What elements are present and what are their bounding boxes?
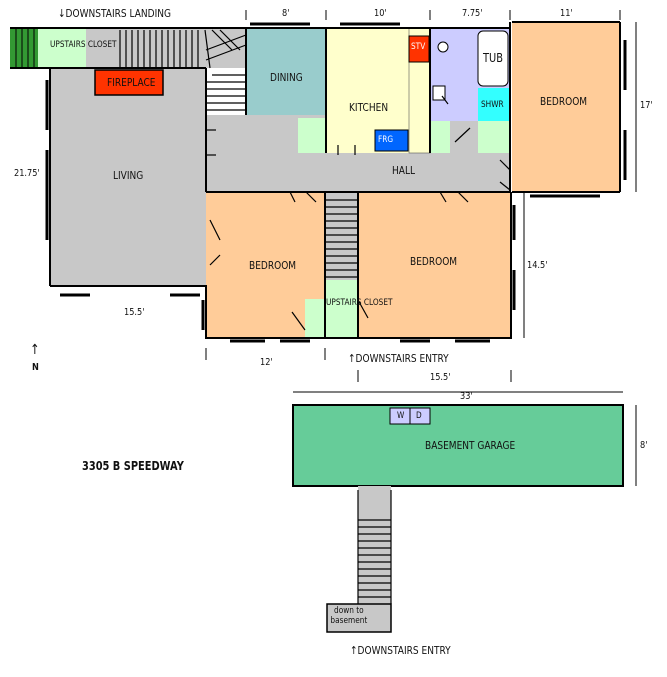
stairs-north [86,28,247,111]
dining-label: DINING [270,71,303,84]
kitchen-label: KITCHEN [349,101,389,114]
living-label: LIVING [113,169,144,182]
bedroom-s-label: BEDROOM [410,255,458,268]
dim-bedroom-sw-width: 12' [260,357,273,368]
closet-kitchen-left [298,118,326,153]
upstairs-closet-nw-label: UPSTAIRS CLOSET [50,40,117,50]
fireplace [94,69,164,96]
dim-bedroom-s-depth: 14.5' [527,260,548,271]
closet-sw-small [305,299,325,338]
dim-bath-width: 7.75' [462,8,483,19]
walls [10,21,621,339]
washer-label: W [397,411,405,421]
doors [206,95,511,331]
dimension-lines [205,10,637,486]
closet-bath [478,121,510,153]
dim-bedroom-ne-depth: 17' [640,100,653,111]
fridge [374,129,409,152]
closet-s [325,280,358,338]
upstairs-closet-s-label: UPSTAIRS CLOSET [326,298,393,308]
bedroom-sw-label: BEDROOM [249,259,297,272]
tub-label: TUB [483,51,503,65]
bedroom-ne-label: BEDROOM [540,95,588,108]
downstairs-entry-bottom-label: ↑DOWNSTAIRS ENTRY [350,644,451,657]
garage-label: BASEMENT GARAGE [425,439,516,452]
dining-room [246,28,326,115]
north-arrow-icon: ↑ [30,342,40,358]
bedroom-ne [512,22,620,192]
dim-garage-width: 33' [460,391,473,402]
dim-bedroom-ne-width: 11' [560,8,573,19]
shower [478,88,510,121]
sink [437,41,449,53]
fireplace-label: FIREPLACE [107,76,156,89]
dryer-label: D [416,411,422,421]
downstairs-landing-label: ↓DOWNSTAIRS LANDING [58,7,171,20]
closet-kitchen-right [430,121,450,153]
shower-label: SHWR [481,100,504,110]
fridge-label: FRG [378,135,394,145]
dim-garage-depth: 8' [640,440,648,451]
dim-living-width: 15.5' [124,307,145,318]
dim-living-depth: 21.75' [14,168,40,179]
windows [45,22,627,343]
dim-kitchen-width: 10' [374,8,387,19]
downstairs-entry-main-label: ↑DOWNSTAIRS ENTRY [348,352,449,365]
bedroom-s [358,192,511,338]
down-to-basement-label: down to basement [330,606,368,626]
garage [292,404,624,487]
bedroom-sw [206,192,324,338]
stove-label: STV [411,42,426,52]
stairs-basement [357,486,392,604]
north-label: N [32,362,39,373]
basement-landing [326,603,392,633]
stairs-central [325,192,358,280]
closet-nw [38,28,86,68]
dim-bedroom-s-width: 15.5' [430,372,451,383]
floor-base [50,28,511,286]
dim-dining-width: 8' [282,8,290,19]
landing-green [10,28,38,68]
hall-label: HALL [392,164,416,177]
address-title: 3305 B SPEEDWAY [82,459,184,473]
tub [477,30,509,87]
